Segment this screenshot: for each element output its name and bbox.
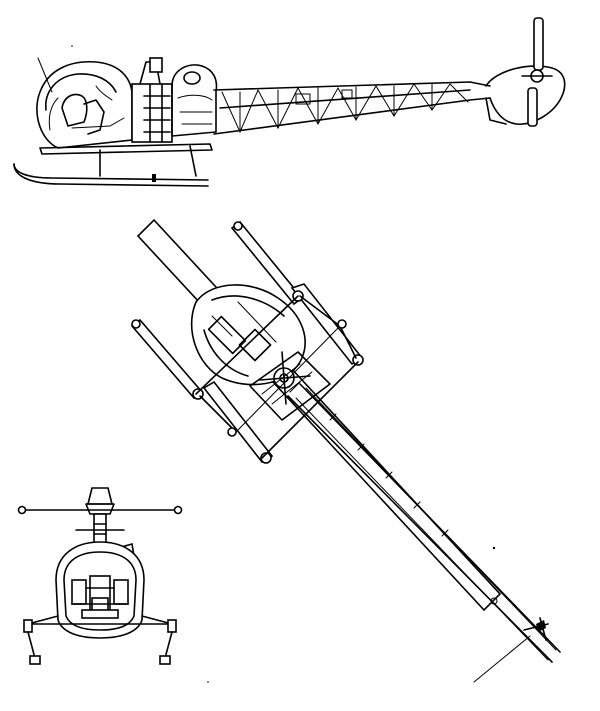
top-tail-boom (287, 383, 561, 683)
front-view (17, 487, 183, 665)
side-tail-boom-truss (213, 81, 491, 135)
top-engine-frame (249, 351, 331, 421)
top-landing-skids-right (230, 220, 364, 366)
side-landing-skids (13, 143, 213, 187)
speck (207, 681, 209, 683)
front-landing-gear (23, 615, 177, 665)
top-landing-skids-left (130, 318, 274, 464)
top-cross-tubes (195, 295, 359, 459)
side-tail-rotor (485, 17, 566, 127)
speck (493, 547, 495, 549)
side-view (13, 17, 566, 187)
front-main-rotor (17, 487, 183, 515)
front-cockpit-bubble (55, 541, 145, 639)
speck (71, 45, 73, 47)
top-view (130, 218, 561, 683)
top-cockpit-bubble (190, 284, 306, 386)
side-engine-mast (131, 57, 218, 143)
top-main-rotor-blade (136, 218, 502, 612)
side-cockpit-bubble (36, 60, 133, 149)
side-leader-line (37, 57, 53, 93)
